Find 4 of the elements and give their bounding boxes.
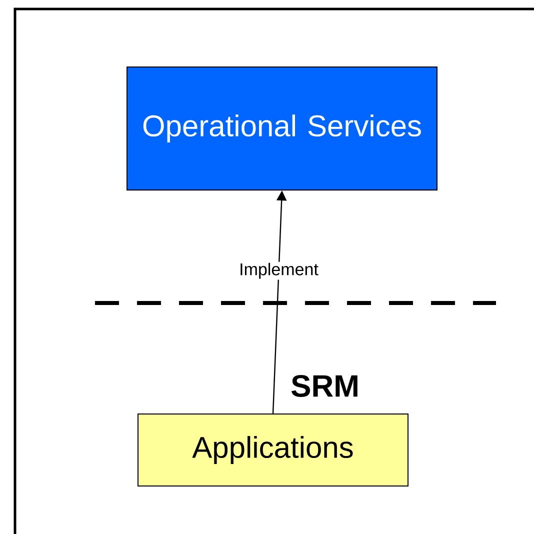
process-box: Applications: [138, 414, 408, 486]
edge-label: Implement: [238, 262, 320, 280]
process-box: Operational Services: [126, 66, 438, 190]
layer-label: SRM: [291, 375, 358, 397]
